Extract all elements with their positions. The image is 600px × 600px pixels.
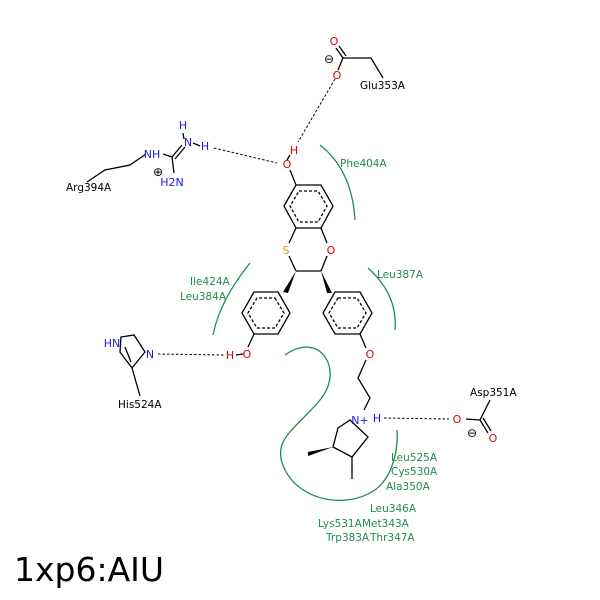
label-asp351: Asp351A (470, 387, 517, 399)
bond-o-h (235, 353, 244, 356)
label-trp383: Trp383A (325, 532, 370, 544)
label-phe404: Phe404A (340, 158, 387, 170)
oxygen-ether: O (366, 348, 375, 361)
label-glu353: Glu353A (360, 80, 406, 92)
oxygen-glu353-b: O (333, 69, 342, 82)
arg394-nh2 (192, 142, 201, 147)
pocket-arc (279, 346, 398, 502)
arg394-cn2 (171, 144, 183, 158)
hydrogen-pyrrolidine: H (373, 412, 381, 425)
glu353-chain (343, 57, 384, 79)
charge-arg394: ⊕ (153, 165, 163, 179)
hydrogen-hydroxyl-top: H (290, 144, 298, 157)
label-met343: Met343A (362, 518, 410, 530)
glu353-co2 (338, 45, 347, 57)
glu353-co (335, 47, 344, 59)
label-leu346: Leu346A (370, 503, 417, 515)
hn-his524: HN (104, 337, 121, 350)
hbond-asp351 (383, 417, 450, 420)
arg394-chain (86, 153, 147, 183)
oxygen-glu353-a: O (330, 35, 339, 48)
bond-ring-s (288, 227, 297, 244)
benzo-ring-inner (289, 190, 328, 223)
bond-s-c (288, 255, 297, 272)
label-arg394: Arg394A (66, 182, 112, 194)
wedge-right (321, 271, 332, 293)
oxygen-asp351-b: O (489, 432, 498, 445)
oxygen-hydroxyl-top: O (283, 158, 292, 171)
asp351-co (479, 419, 489, 434)
oxygen-asp351-a: O (453, 413, 462, 426)
pyrrolidine-ring (332, 419, 369, 458)
leu387-arc (367, 267, 396, 331)
arg394-cn2b (174, 146, 186, 160)
label-leu384: Leu384A (180, 291, 227, 303)
charge-glu353: ⊖ (324, 52, 334, 66)
hydrogen-arg-top: H (179, 119, 187, 132)
ile424-arc (212, 262, 251, 336)
asp351-co2 (482, 417, 492, 432)
hbonds (157, 78, 450, 420)
arg394-cn1 (162, 153, 173, 158)
bond-phenyl-o (359, 333, 367, 349)
phe404-arc (319, 144, 356, 221)
bonds (86, 45, 492, 479)
h2n-arg394: H2N (160, 176, 184, 189)
hydrogen-arg-right: H (201, 140, 209, 153)
ethoxy-chain (357, 359, 371, 411)
oxygen-phenol: O (243, 348, 252, 361)
asp351-chain (465, 399, 491, 421)
left-phenol-inner (247, 297, 285, 329)
wedge-methyl-left (308, 447, 333, 456)
ligand-id-label: 1xp6:AIU (14, 550, 165, 589)
hbond-glu353 (297, 78, 336, 143)
right-phenyl-ring (322, 291, 373, 335)
glu353-co-minus (337, 57, 344, 71)
n-his524: N (146, 348, 154, 361)
label-ile424: Ile424A (190, 276, 231, 288)
bond-phenol-o (247, 333, 255, 348)
sulfur-ring: S (283, 244, 290, 257)
hbond-arg394 (213, 147, 278, 164)
label-lys531: Lys531A (318, 518, 363, 530)
imidazole-db (124, 346, 132, 363)
bond-ring-o (320, 227, 328, 244)
hydrogen-phenol: H (226, 349, 234, 362)
imidazole-ring (119, 334, 146, 370)
nh-arg394: NH (144, 148, 161, 161)
hbond-his524 (157, 353, 225, 356)
arg394-cn3 (171, 156, 175, 174)
bond-oh-top (286, 154, 291, 161)
wedges (283, 271, 333, 456)
bond-o-ring (289, 169, 297, 186)
label-thr347: Thr347A (369, 532, 415, 544)
his-chain (131, 367, 141, 397)
arg394-nh (182, 132, 185, 140)
hydrophobic-arcs (212, 144, 398, 502)
right-phenyl-inner (328, 297, 367, 329)
nitrogen-arg-top: N (184, 136, 192, 149)
charge-asp351: ⊖ (467, 426, 477, 440)
oxygen-ring: O (327, 244, 336, 257)
label-his524: His524A (118, 399, 162, 411)
label-leu525: Leu525A (391, 452, 438, 464)
wedge-left (283, 271, 296, 293)
bond-o-c (320, 255, 328, 272)
nitrogen-pyrrolidine: N+ (351, 414, 368, 427)
benzo-ring (283, 184, 334, 229)
label-cys530: Cys530A (391, 466, 438, 478)
label-ala350: Ala350A (386, 481, 431, 493)
label-leu387: Leu387A (377, 269, 424, 281)
